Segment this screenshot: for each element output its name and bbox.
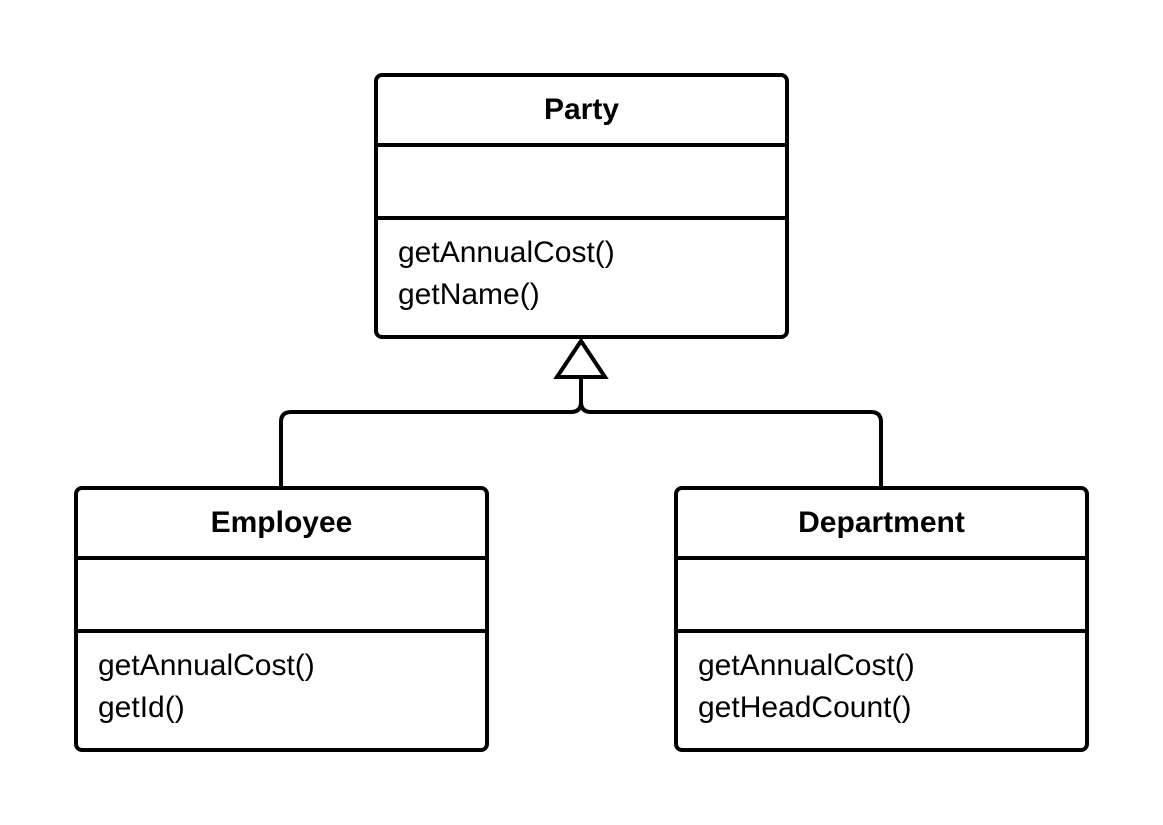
department-attributes-compartment (678, 560, 1085, 633)
employee-class[interactable]: Employee getAnnualCost() getId() (74, 486, 489, 752)
party-attributes-compartment (378, 147, 785, 220)
party-method: getAnnualCost() (398, 236, 615, 269)
department-generalization-line (579, 401, 883, 488)
party-methods-compartment: getAnnualCost() getName() (378, 220, 785, 335)
party-class[interactable]: Party getAnnualCost() getName() (374, 73, 789, 339)
employee-attributes-compartment (78, 560, 485, 633)
employee-methods-compartment: getAnnualCost() getId() (78, 633, 485, 748)
department-methods-compartment: getAnnualCost() getHeadCount() (678, 633, 1085, 748)
employee-class-name: Employee (78, 490, 485, 560)
employee-generalization-line (279, 378, 583, 488)
department-method: getHeadCount() (698, 691, 912, 724)
employee-method: getAnnualCost() (98, 649, 315, 682)
generalization-arrowhead (553, 337, 609, 379)
party-method: getName() (398, 278, 540, 311)
party-class-name: Party (378, 77, 785, 147)
department-class-name: Department (678, 490, 1085, 560)
department-method: getAnnualCost() (698, 649, 915, 682)
department-class[interactable]: Department getAnnualCost() getHeadCount(… (674, 486, 1089, 752)
employee-method: getId() (98, 691, 185, 724)
